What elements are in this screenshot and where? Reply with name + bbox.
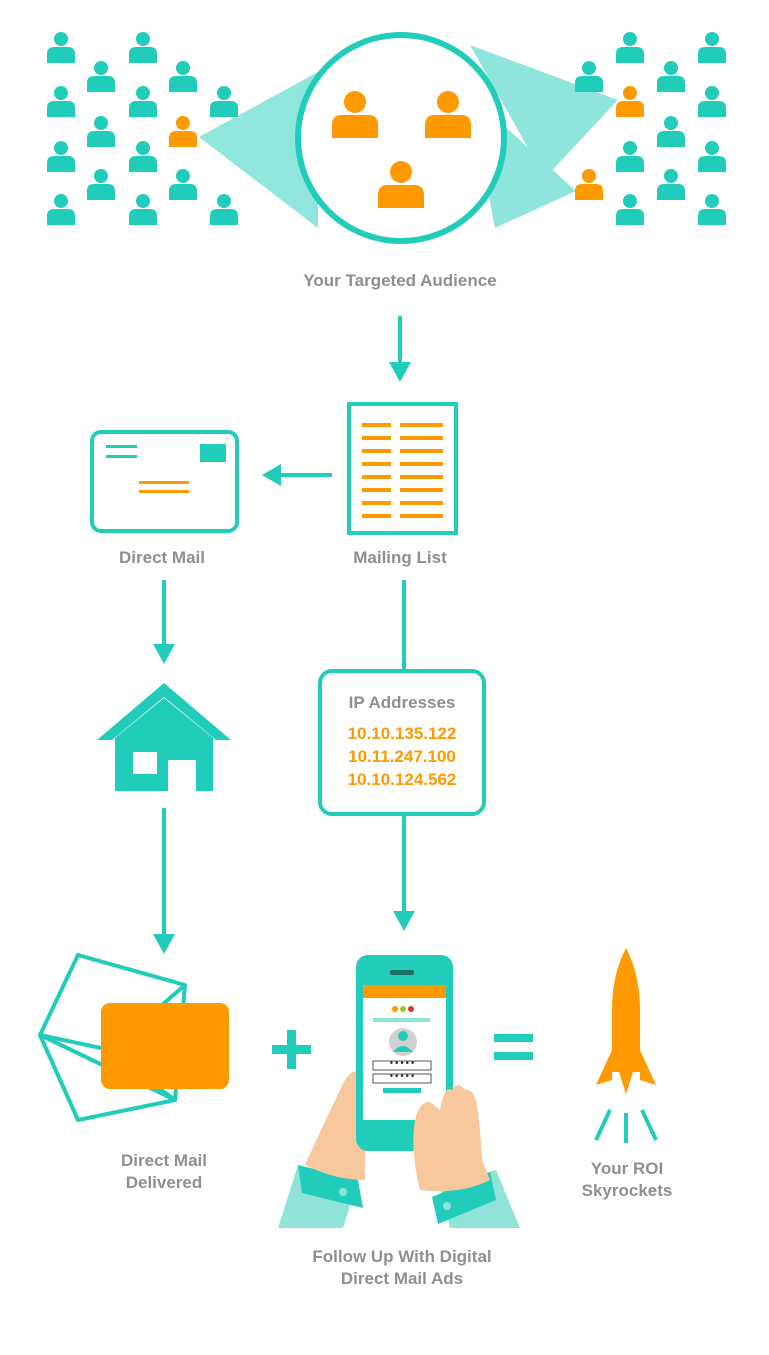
- follow-up-label: Follow Up With Digital Direct Mail Ads: [312, 1247, 492, 1288]
- person-icon: [698, 86, 726, 117]
- person-icon: [47, 86, 75, 117]
- mailing-list-label: Mailing List: [353, 548, 447, 567]
- crowd-left: [47, 32, 238, 225]
- person-icon: [87, 61, 115, 92]
- ip-address: 10.11.247.100: [348, 747, 456, 766]
- person-icon: [616, 141, 644, 172]
- person-icon: [47, 32, 75, 63]
- password-field: •••••: [388, 1059, 416, 1069]
- person-icon: [129, 32, 157, 63]
- person-icon: [169, 61, 197, 92]
- person-icon: [129, 194, 157, 225]
- person-icon: [87, 116, 115, 147]
- person-icon: [210, 86, 238, 117]
- person-icon: [698, 194, 726, 225]
- arrow-icon: [262, 464, 332, 486]
- person-icon: [129, 86, 157, 117]
- person-icon: [169, 169, 197, 200]
- person-icon: [657, 169, 685, 200]
- plus-icon: [272, 1030, 311, 1069]
- person-icon: [87, 169, 115, 200]
- equals-icon: [494, 1034, 533, 1060]
- person-icon: [657, 61, 685, 92]
- person-icon: [698, 141, 726, 172]
- house-icon: [97, 683, 231, 791]
- envelope-icon: [90, 430, 239, 533]
- direct-mail-delivered-label: Direct Mail Delivered: [121, 1151, 207, 1192]
- person-icon: [210, 194, 238, 225]
- direct-mail-label: Direct Mail: [119, 548, 205, 567]
- arrow-icon: [153, 580, 175, 664]
- arrow-icon: [393, 814, 415, 931]
- audience-focus-circle: [295, 32, 507, 244]
- rocket-icon: [594, 948, 658, 1143]
- ip-box-title: IP Addresses: [348, 693, 456, 712]
- person-icon-highlighted: [616, 86, 644, 117]
- password-field: •••••: [388, 1072, 416, 1082]
- arrow-icon: [389, 316, 411, 382]
- person-icon: [129, 141, 157, 172]
- person-icon: [47, 141, 75, 172]
- arrow-icon: [153, 808, 175, 954]
- ip-address: 10.10.135.122: [347, 724, 457, 743]
- person-icon: [616, 194, 644, 225]
- person-icon: [698, 32, 726, 63]
- audience-label: Your Targeted Audience: [303, 271, 497, 290]
- phone-icon: [278, 955, 520, 1228]
- list-document-icon: [347, 402, 458, 535]
- ip-address: 10.10.124.562: [347, 770, 457, 789]
- person-icon: [47, 194, 75, 225]
- person-icon: [657, 116, 685, 147]
- open-envelope-icon: [38, 953, 229, 1122]
- person-icon-highlighted: [575, 169, 603, 200]
- roi-label: Your ROI Skyrockets: [581, 1159, 673, 1200]
- person-icon-highlighted: [169, 116, 197, 147]
- person-icon: [616, 32, 644, 63]
